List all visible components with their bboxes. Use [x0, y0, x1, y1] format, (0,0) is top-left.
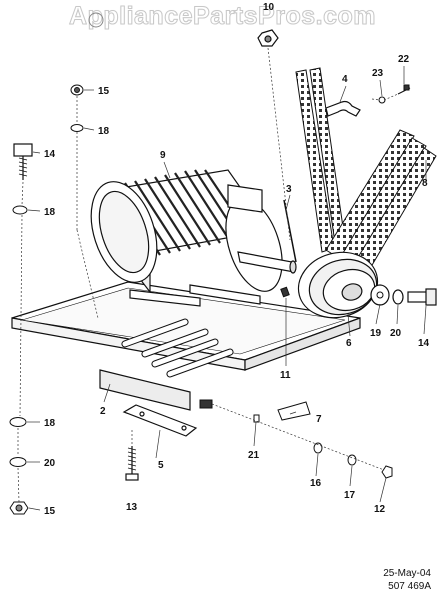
- washer-part-18-mid: [12, 205, 28, 215]
- callout-23: 23: [372, 68, 384, 79]
- callout-9: 9: [160, 150, 166, 161]
- pulley-part-6: [297, 251, 379, 319]
- base-slots: [121, 318, 234, 378]
- callout-16: 16: [310, 478, 322, 489]
- callout-2: 2: [100, 406, 106, 417]
- leader-lines: [17, 47, 427, 511]
- belt-front-part-8a: [295, 67, 347, 253]
- callout-3: 3: [286, 184, 292, 195]
- bolt-part-14-right: [407, 288, 437, 306]
- washer-part-16: [313, 442, 323, 454]
- nut-part-15-low: [9, 501, 29, 515]
- callout-8: 8: [422, 178, 428, 189]
- bracket-part-4: [325, 100, 361, 117]
- callout-13: 13: [126, 502, 138, 513]
- plate-part-5: [122, 404, 198, 437]
- base-plate-part-2: [11, 281, 361, 411]
- callout-20: 20: [44, 458, 56, 469]
- washer-part-20-low: [9, 457, 27, 467]
- washer-part-20-right: [392, 289, 404, 305]
- bolt-part-14-left: [13, 143, 33, 180]
- screw-part-11: [280, 286, 290, 298]
- footer-code: 507 469A: [388, 581, 431, 592]
- callout-4: 4: [342, 74, 348, 85]
- nut-part-15-top: [70, 84, 84, 96]
- callouts: 10 15 18 14 18 9 3 4 23 22 8 6 19 20 14 …: [44, 2, 430, 517]
- part-21: [253, 414, 260, 423]
- callout-11: 11: [280, 370, 291, 381]
- callout-7: 7: [316, 414, 322, 425]
- washer-part-18-top: [70, 124, 84, 132]
- callout-18: 18: [44, 207, 56, 218]
- belts-part-8: [325, 129, 437, 273]
- belt-guard-part-3: [283, 199, 297, 263]
- nut-part-10: [257, 29, 279, 47]
- washer-part-18-low: [9, 417, 27, 427]
- callout-14: 14: [44, 149, 56, 160]
- screw-part-22: [397, 84, 411, 95]
- callout-5: 5: [158, 460, 164, 471]
- callout-17: 17: [344, 490, 356, 501]
- nut-part-12: [381, 465, 393, 479]
- callout-19: 19: [370, 328, 382, 339]
- washer-part-23: [378, 96, 386, 104]
- watermark-text: AppliancePartsPros.com: [69, 2, 376, 31]
- motor-part-9: [90, 169, 297, 307]
- callout-12: 12: [374, 504, 386, 515]
- callout-20: 20: [390, 328, 402, 339]
- pad-part-7: [277, 401, 311, 421]
- callout-18: 18: [44, 418, 56, 429]
- callout-18: 18: [98, 126, 110, 137]
- callout-14: 14: [418, 338, 430, 349]
- washer-part-19-hole: [376, 291, 384, 299]
- bolt-part-13: [125, 446, 139, 481]
- callout-21: 21: [248, 450, 260, 461]
- footer-date: 25-May-04: [383, 568, 431, 579]
- bolt-horizontal-lower: [199, 399, 213, 409]
- callout-15: 15: [98, 86, 110, 97]
- callout-10: 10: [263, 2, 275, 13]
- washer-part-17: [347, 454, 357, 466]
- marker-circle: [88, 12, 104, 28]
- callout-6: 6: [346, 338, 352, 349]
- callout-15: 15: [44, 506, 56, 517]
- callout-22: 22: [398, 54, 410, 65]
